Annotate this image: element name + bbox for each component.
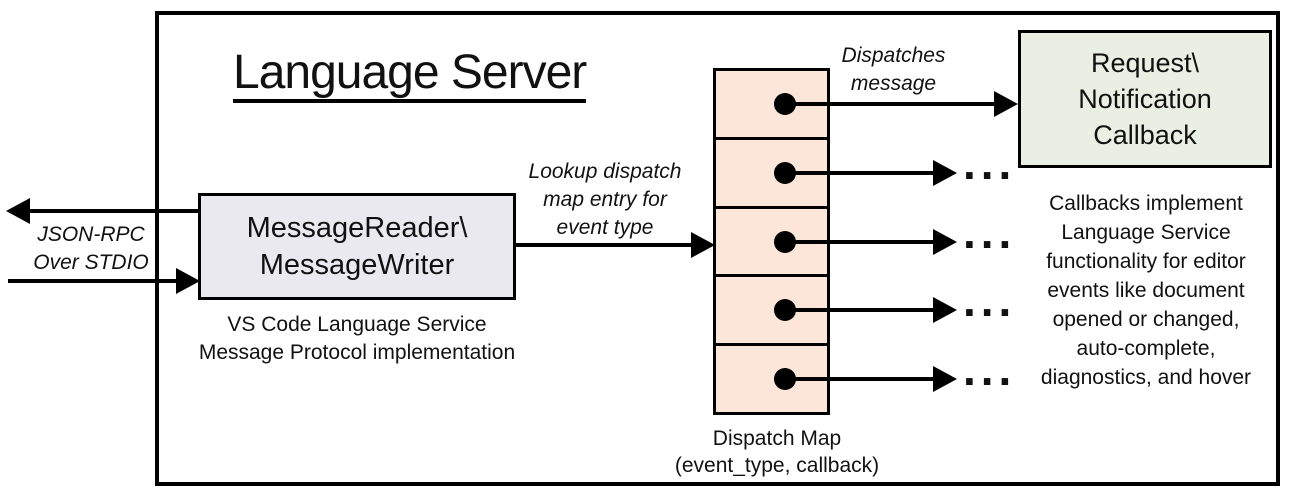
callbacks-note-line5: opened or changed, <box>1052 308 1240 331</box>
callbacks-note-line4: events like document <box>1047 279 1245 302</box>
request-notification-callback-box: Request\ Notification Callback <box>1018 30 1272 168</box>
lookup-arrowhead-icon <box>691 232 715 258</box>
dispatches-label: Dispatches message <box>826 42 961 98</box>
stdio-out-arrow-shaft <box>26 209 198 213</box>
reader-caption-line2: Message Protocol implementation <box>198 341 516 364</box>
ellipsis: ... <box>963 206 1017 258</box>
dispatch-entry-dot <box>774 368 796 390</box>
diagram-title: Language Server <box>233 47 587 104</box>
dispatch-arrow-2-shaft <box>785 171 935 175</box>
message-reader-writer-box: MessageReader\ MessageWriter <box>198 193 516 300</box>
lookup-label-line2: map entry for <box>543 188 667 211</box>
dispatch-map-cell <box>716 71 827 140</box>
lookup-label-line3: event type <box>556 216 654 239</box>
lookup-label-line1: Lookup dispatch <box>528 160 682 183</box>
callbacks-note-line2: Language Service <box>1061 221 1231 244</box>
callbacks-note-line1: Callbacks implement <box>1049 192 1243 215</box>
ellipsis: ... <box>963 274 1017 326</box>
dispatch-arrow-5-shaft <box>785 377 935 381</box>
dispatch-entry-dot <box>774 93 796 115</box>
callbacks-note: Callbacks implement Language Service fun… <box>1016 189 1276 392</box>
callback-box-line2: Notification <box>1078 84 1212 114</box>
dispatch-arrow-1-head-icon <box>994 91 1018 117</box>
stdio-in-arrow-shaft <box>8 279 176 283</box>
dispatch-arrow-3-head-icon <box>933 229 957 255</box>
reader-box-line1: MessageReader\ <box>246 211 468 244</box>
callbacks-note-line3: functionality for editor <box>1046 250 1246 273</box>
lookup-label: Lookup dispatch map entry for event type <box>505 158 705 242</box>
dispatches-label-line2: message <box>850 72 937 95</box>
stdio-label-line2: Over STDIO <box>33 251 149 274</box>
dispatch-arrow-1-shaft <box>785 102 996 106</box>
lookup-arrow-shaft <box>516 243 693 247</box>
dispatch-map-cell <box>716 140 827 209</box>
ellipsis: ... <box>963 343 1017 395</box>
stdio-in-arrowhead-icon <box>176 268 200 294</box>
dispatch-entry-dot <box>774 162 796 184</box>
dispatch-arrow-2-head-icon <box>933 160 957 186</box>
callback-box-line3: Callback <box>1093 120 1197 150</box>
ellipsis: ... <box>963 137 1017 189</box>
dispatch-entry-dot <box>774 231 796 253</box>
dispatch-map-cell <box>716 277 827 347</box>
stdio-label-line1: JSON-RPC <box>37 223 145 246</box>
dispatch-arrow-5-head-icon <box>933 366 957 392</box>
stdio-label: JSON-RPC Over STDIO <box>6 221 176 277</box>
dispatch-map-caption: Dispatch Map (event_type, callback) <box>657 425 897 479</box>
dispatch-entry-dot <box>774 299 796 321</box>
reader-box-line2: MessageWriter <box>259 248 455 281</box>
reader-caption-line1: VS Code Language Service <box>227 313 487 336</box>
dispatch-arrow-3-shaft <box>785 240 935 244</box>
callback-box-line1: Request\ <box>1090 48 1200 78</box>
dispatch-arrow-4-shaft <box>785 308 935 312</box>
dispatch-map-cell <box>716 209 827 278</box>
dispatch-arrow-4-head-icon <box>933 297 957 323</box>
callbacks-note-line6: auto-complete, <box>1076 337 1216 360</box>
stdio-out-arrowhead-icon <box>6 198 30 224</box>
reader-box-caption: VS Code Language Service Message Protoco… <box>167 311 547 367</box>
dispatches-label-line1: Dispatches <box>841 44 946 67</box>
callbacks-note-line7: diagnostics, and hover <box>1040 366 1252 389</box>
dispatch-map-caption-line1: Dispatch Map <box>712 427 842 450</box>
dispatch-map-caption-line2: (event_type, callback) <box>674 454 880 477</box>
